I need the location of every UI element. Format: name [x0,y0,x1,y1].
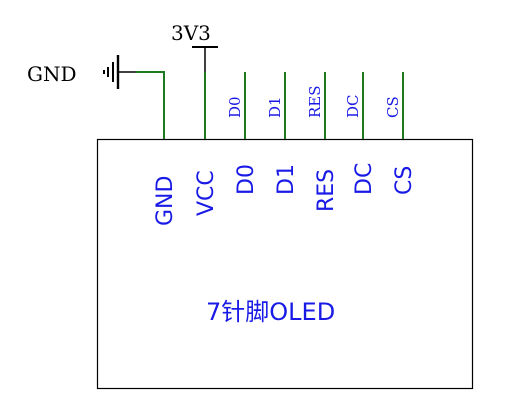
pin-name-vcc: VCC [194,170,219,216]
supply-symbol: 3V3 [171,21,218,72]
supply-label: 3V3 [171,21,211,45]
oled-module-body [96,138,474,390]
pin-name-d1: D1 [274,164,299,195]
pin-name-gnd: GND [153,176,178,226]
ground-label: GND [27,62,77,86]
pin-name-d0: D0 [234,164,259,195]
net-label-cs: CS [384,96,402,118]
pin-name-cs: CS [392,166,417,195]
net-label-d0: D0 [226,96,244,118]
net-label-dc: DC [344,94,362,118]
net-label-res: RES [306,85,324,118]
ground-wire [136,71,165,139]
pin-name-dc: DC [352,163,377,195]
component-name: 7针脚OLED [206,298,335,326]
pin-name-res: RES [314,169,339,212]
ground-symbol: GND [27,55,136,89]
net-label-d1: D1 [266,96,284,118]
